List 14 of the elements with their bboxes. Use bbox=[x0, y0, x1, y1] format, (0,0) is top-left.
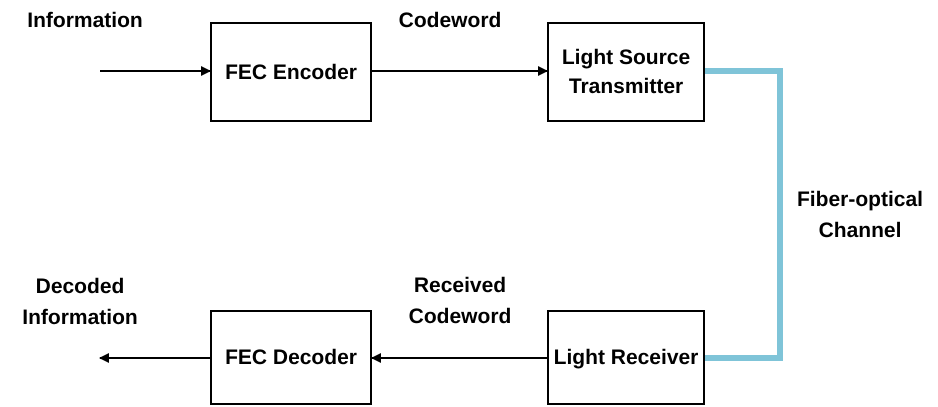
decoder-box: FEC Decoder bbox=[210, 310, 372, 405]
edge-label: Codeword bbox=[398, 8, 502, 34]
encoder-box: FEC Encoder bbox=[210, 22, 372, 122]
edge-label: Fiber-optical Channel bbox=[796, 187, 924, 244]
edge-label: Information bbox=[26, 8, 144, 34]
arrow bbox=[372, 66, 548, 76]
receiver-box: Light Receiver bbox=[547, 310, 705, 405]
fiber-channel-line bbox=[705, 68, 783, 361]
arrow bbox=[99, 353, 210, 363]
arrow bbox=[371, 353, 547, 363]
arrow bbox=[100, 66, 211, 76]
edge-label: Decoded Information bbox=[21, 274, 139, 331]
transmitter-box: Light Source Transmitter bbox=[547, 22, 705, 122]
edge-label: Received Codeword bbox=[408, 273, 512, 330]
